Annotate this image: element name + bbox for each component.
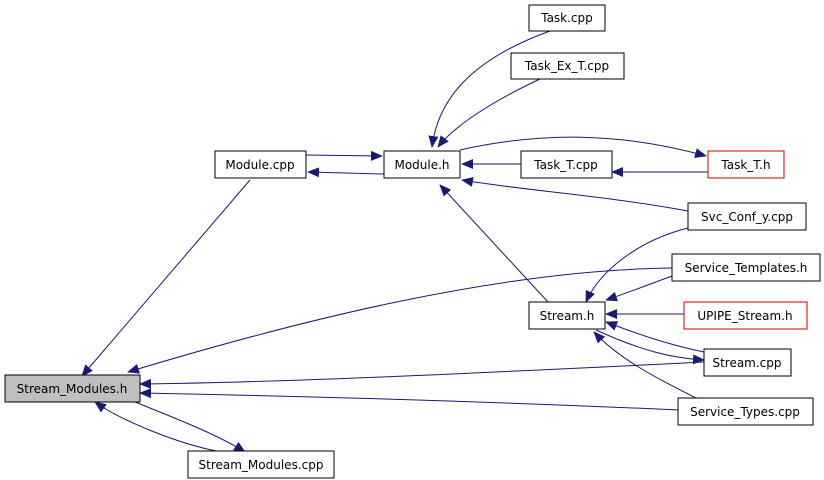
node-task-cpp[interactable]: Task.cpp [528, 4, 606, 32]
node-label: Task_Ex_T.cpp [524, 59, 609, 73]
edge-module-cpp-to-module-h [304, 150, 383, 161]
node-label: Stream.cpp [712, 356, 781, 370]
node-label: Service_Templates.h [685, 261, 808, 275]
edge-service-templates-h-to-stream-h [605, 275, 673, 302]
edge-module-h-to-task-t-h [459, 136, 707, 158]
node-label: Task.cpp [540, 11, 593, 25]
edge-stream-modules-h-to-stream-modules-cpp [134, 401, 246, 453]
edge-task-cpp-to-module-h [428, 30, 551, 148]
edge-module-h-to-module-cpp [307, 167, 385, 178]
edge-task-ex-t-cpp-to-module-h [437, 78, 541, 148]
edge-service-types-cpp-to-stream-h [593, 331, 701, 401]
node-task-t-cpp[interactable]: Task_T.cpp [520, 150, 613, 179]
edge-stream-modules-cpp-to-stream-modules-h [94, 401, 223, 453]
node-stream-cpp[interactable]: Stream.cpp [703, 348, 792, 377]
node-label: Task_T.h [720, 158, 770, 172]
node-module-h[interactable]: Module.h [383, 150, 461, 179]
node-svc-conf-y-cpp[interactable]: Svc_Conf_y.cpp [687, 202, 807, 231]
edges [81, 30, 708, 453]
edge-stream-h-to-stream-cpp [595, 329, 705, 365]
node-service-templates-h[interactable]: Service_Templates.h [671, 253, 821, 282]
node-upipe-stream-h[interactable]: UPIPE_Stream.h [683, 301, 808, 330]
node-stream-modules-h[interactable]: Stream_Modules.h [4, 374, 141, 403]
node-stream-modules-cpp[interactable]: Stream_Modules.cpp [187, 450, 335, 479]
node-label: Service_Types.cpp [690, 405, 800, 419]
edge-svc-conf-y-cpp-to-module-h [461, 176, 689, 212]
edge-module-cpp-to-stream-modules-h [81, 179, 251, 377]
edge-stream-cpp-to-stream-h [605, 321, 705, 353]
nodes: Task.cpp Task_Ex_T.cpp Module.cpp Module… [4, 4, 821, 479]
node-module-cpp[interactable]: Module.cpp [214, 150, 307, 179]
node-task-ex-t-cpp[interactable]: Task_Ex_T.cpp [510, 52, 625, 80]
node-label: Svc_Conf_y.cpp [701, 210, 793, 224]
edge-service-types-cpp-to-stream-modules-h [139, 388, 681, 411]
edge-stream-h-to-module-h [439, 184, 549, 303]
node-label: Module.cpp [225, 158, 294, 172]
node-label: Stream_Modules.h [17, 382, 128, 396]
node-stream-h[interactable]: Stream.h [528, 301, 606, 330]
edge-svc-conf-y-cpp-to-stream-h [585, 227, 689, 303]
edge-service-templates-h-to-stream-modules-h [127, 267, 673, 374]
node-label: Stream.h [540, 309, 595, 323]
node-label: Module.h [394, 158, 449, 172]
node-task-t-h[interactable]: Task_T.h [707, 150, 785, 179]
node-label: UPIPE_Stream.h [697, 309, 792, 323]
node-service-types-cpp[interactable]: Service_Types.cpp [677, 397, 814, 426]
node-label: Task_T.cpp [533, 158, 597, 172]
node-label: Stream_Modules.cpp [199, 458, 324, 472]
edge-stream-cpp-to-stream-modules-h [139, 361, 705, 389]
